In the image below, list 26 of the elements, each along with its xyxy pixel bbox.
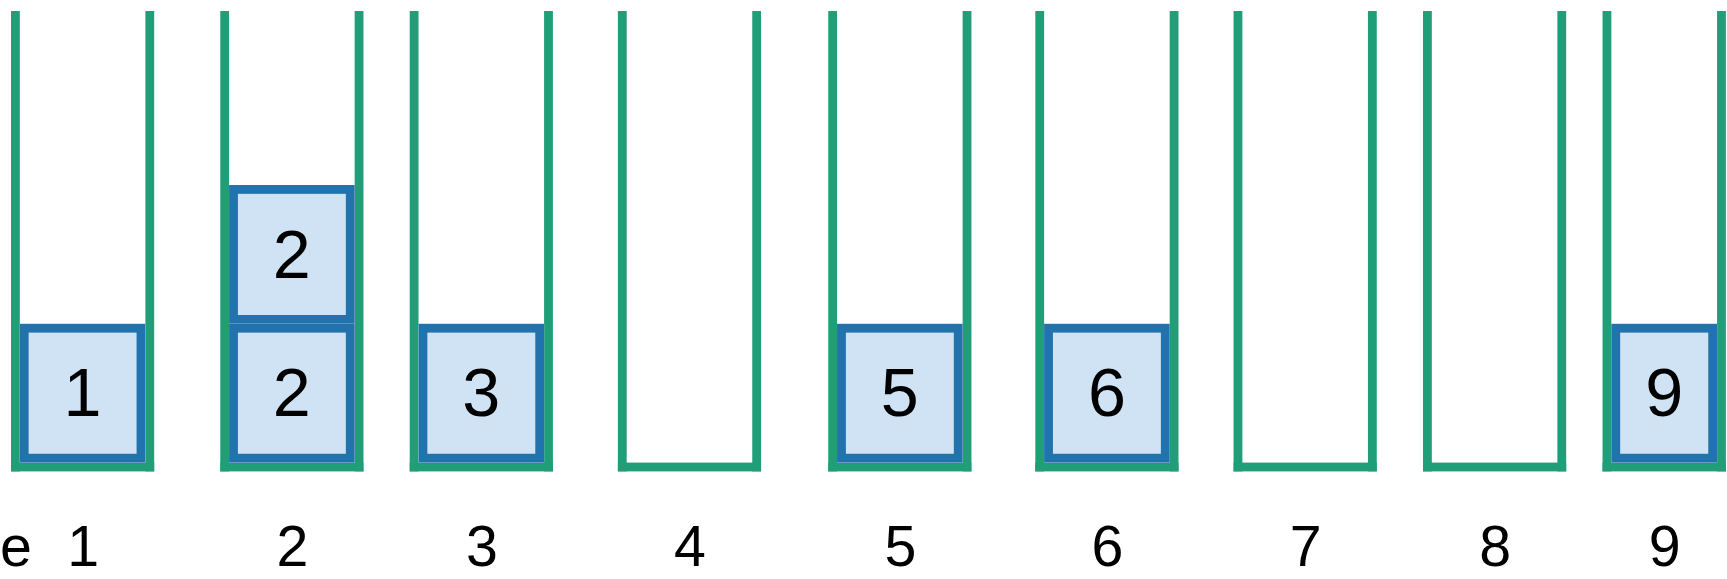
bucket xyxy=(409,11,553,472)
bucket-number: 6 xyxy=(1091,517,1124,575)
axis-label: e xyxy=(0,517,32,575)
bucket-number: 5 xyxy=(884,517,917,575)
bucket-number: 7 xyxy=(1289,517,1322,575)
bucket xyxy=(1602,11,1726,472)
bucket xyxy=(1233,11,1377,472)
number-box: 2 xyxy=(229,185,355,324)
bucket xyxy=(220,11,364,472)
bucket xyxy=(1423,11,1567,472)
number-box: 9 xyxy=(1611,323,1718,463)
bucket-number: 9 xyxy=(1648,517,1681,575)
bucket-number: 1 xyxy=(67,517,100,575)
bucket xyxy=(617,11,762,472)
number-box: 2 xyxy=(229,323,355,463)
number-box: 3 xyxy=(418,323,545,463)
number-box: 5 xyxy=(837,323,963,463)
bucket-number: 4 xyxy=(674,517,706,575)
bucket xyxy=(828,11,972,472)
bucket-number: 3 xyxy=(465,517,498,575)
bucket-number: 2 xyxy=(276,517,309,575)
number-box: 6 xyxy=(1044,323,1170,463)
bucket xyxy=(11,11,155,472)
bucket-number: 8 xyxy=(1479,517,1512,575)
bucket xyxy=(1035,11,1179,472)
number-box: 1 xyxy=(19,323,146,463)
